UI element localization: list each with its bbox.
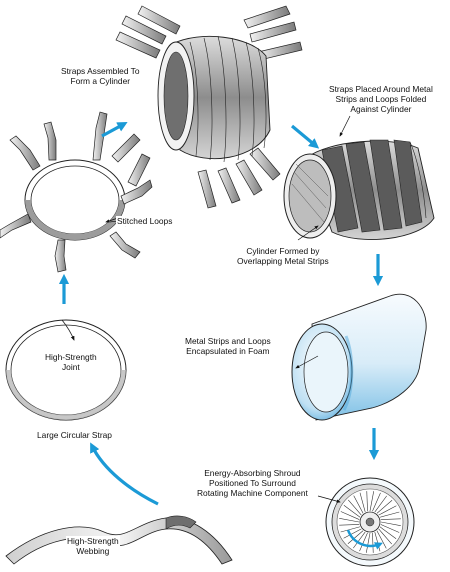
rotor-blade — [365, 532, 371, 553]
process-arrow-icon — [90, 442, 159, 506]
rotor-blade — [340, 526, 361, 533]
label-shroud: Energy-Absorbing Shroud Positioned To Su… — [196, 468, 309, 498]
rotor-blade — [376, 500, 393, 514]
process-arrows — [58, 122, 384, 506]
rotor-blade — [353, 495, 364, 514]
label-webbing: High-Strength Webbing — [66, 536, 120, 556]
rotor-blade — [359, 532, 368, 552]
rotor-blade — [340, 511, 360, 520]
label-circular-strap: Large Circular Strap — [36, 430, 113, 440]
rotor-blade — [343, 528, 362, 539]
rotor-blade — [380, 518, 401, 520]
leader-lines — [105, 115, 351, 503]
process-arrow-icon — [101, 122, 128, 138]
strap-cylinder-illustration — [111, 5, 303, 209]
label-straps-placed: Straps Placed Around Metal Strips and Lo… — [328, 84, 434, 114]
rotor-blade — [369, 491, 375, 512]
rotor-blade — [343, 505, 361, 518]
rotor-blade — [366, 491, 368, 512]
rotor-blade — [359, 492, 366, 513]
label-straps-cylinder: Straps Assembled To Form a Cylinder — [60, 66, 141, 86]
rotor-blade — [380, 521, 401, 527]
rotor-blade — [378, 528, 392, 545]
wrapped-cylinder-illustration — [283, 139, 435, 240]
circular-strap-illustration — [5, 319, 127, 421]
foam-cylinder-illustration — [291, 293, 427, 421]
label-encapsulated: Metal Strips and Loops Encapsulated in F… — [184, 336, 272, 356]
rotor-blade — [353, 531, 366, 549]
label-high-strength-joint: High-Strength Joint — [44, 352, 98, 372]
process-arrow-icon — [290, 124, 320, 149]
rotor-blade — [379, 526, 397, 539]
stitched-loops-illustration — [0, 111, 153, 273]
rotor-blade — [339, 524, 360, 526]
shroud-illustration — [325, 477, 415, 567]
rotor-blade — [378, 505, 397, 516]
rotor-blade — [372, 532, 374, 553]
rotor-blade — [374, 495, 387, 513]
rotor-blade — [380, 524, 400, 533]
rotor-blade — [372, 492, 381, 512]
label-cylinder-formed: Cylinder Formed by Overlapping Metal Str… — [236, 246, 330, 266]
rotor-blade — [339, 517, 360, 523]
rotor-blade — [376, 530, 387, 549]
label-stitched-loops: Stitched Loops — [116, 216, 174, 226]
rotor-blade — [347, 530, 364, 544]
rotor-blade — [348, 499, 362, 516]
rotor-blade — [379, 511, 400, 518]
